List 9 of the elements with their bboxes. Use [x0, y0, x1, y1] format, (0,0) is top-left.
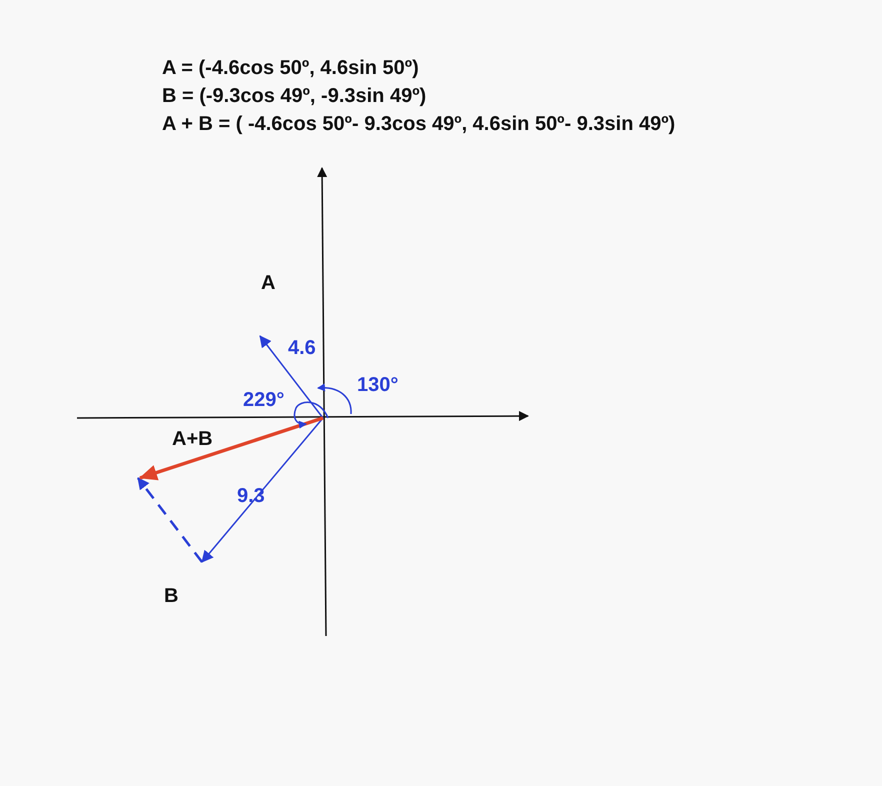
angle-label: 130° — [357, 373, 398, 398]
formula-text: A + B = ( -4.6cos 50º- 9.3cos 49º, 4.6sin 50º- 9.3sin 49º) — [162, 112, 676, 137]
magnitude-label: 4.6 — [288, 336, 316, 361]
angle-label: 229° — [243, 388, 284, 413]
formula-text: A = (-4.6cos 50º, 4.6sin 50º) — [162, 56, 419, 81]
vector-label: B — [164, 584, 178, 609]
formula-text: B = (-9.3cos 49º, -9.3sin 49º) — [162, 84, 426, 109]
vector-label: A+B — [172, 427, 213, 452]
vector-label: A — [261, 271, 276, 296]
